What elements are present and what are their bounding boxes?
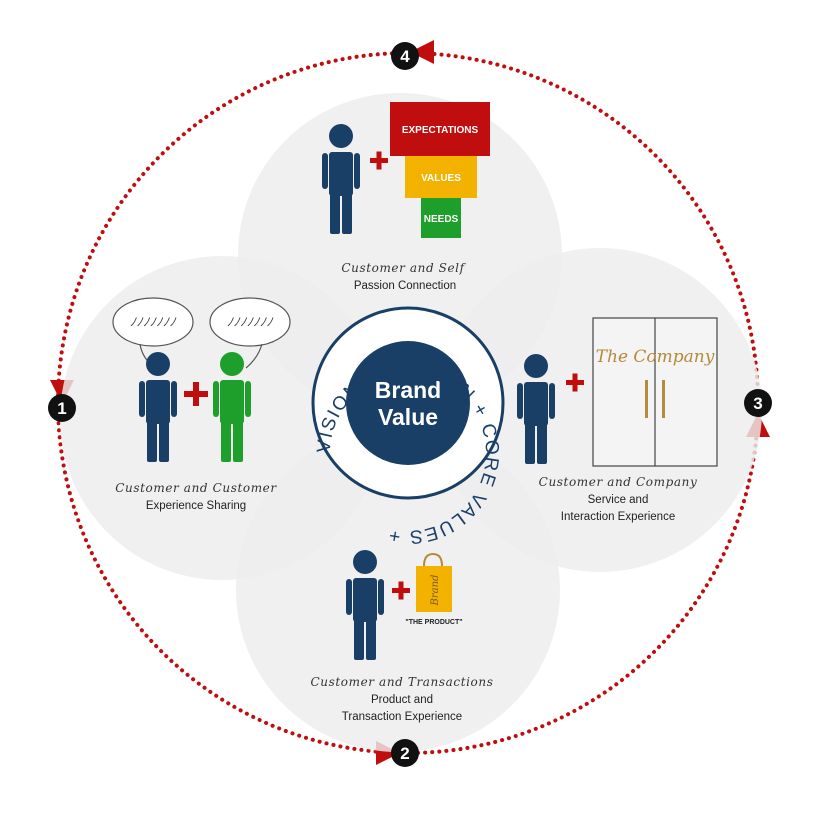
company-doors-icon (592, 317, 718, 467)
segment-self: EXPECTATIONS VALUES NEEDS Customer and S… (322, 102, 490, 292)
segment-customer: ﾉﾉﾉﾉﾉﾉﾉ ﾉﾉﾉﾉﾉﾉﾉ Customer and Customer Ex… (112, 297, 291, 512)
bubble-text: ﾉﾉﾉﾉﾉﾉﾉ (130, 315, 177, 329)
step-number-4: 4 (400, 47, 410, 66)
segment-customer-subtitle: Experience Sharing (146, 500, 246, 512)
brand-value-title-1: Brand (375, 377, 441, 403)
segment-company-subtitle-1: Service and (588, 494, 649, 506)
shopping-bag-icon (416, 552, 452, 612)
plus-icon (184, 382, 208, 406)
bag-brand-label: Brand (430, 575, 441, 607)
segment-transactions: Brand "THE PRODUCT" Customer and Transac… (311, 550, 494, 723)
badge-core (346, 341, 470, 465)
step-number-2: 2 (400, 744, 409, 763)
bubble-text: ﾉﾉﾉﾉﾉﾉﾉ (227, 315, 274, 329)
plus-icon (370, 151, 388, 170)
needs-block (421, 198, 461, 238)
step-badge-4: 4 (391, 42, 419, 70)
needs-label: NEEDS (424, 214, 459, 225)
company-door-label: The Company (596, 347, 715, 367)
segment-company: The Company Customer and Company Service… (517, 317, 718, 523)
step-number-3: 3 (753, 394, 762, 413)
values-block (405, 156, 477, 198)
step-badge-1: 1 (48, 394, 76, 422)
step-badge-3: 3 (744, 389, 772, 417)
segment-company-title: Customer and Company (539, 475, 698, 489)
segment-transactions-subtitle-1: Product and (371, 694, 433, 706)
segment-self-title: Customer and Self (341, 261, 466, 275)
segment-transactions-subtitle-2: Transaction Experience (342, 711, 462, 723)
speech-bubble-icon: ﾉﾉﾉﾉﾉﾉﾉ (112, 297, 194, 369)
step-number-1: 1 (57, 399, 66, 418)
plus-icon (392, 581, 410, 600)
expectations-label: EXPECTATIONS (402, 125, 479, 136)
values-label: VALUES (421, 173, 461, 184)
segment-company-subtitle-2: Interaction Experience (561, 511, 675, 523)
step-badge-2: 2 (391, 739, 419, 767)
product-label: "THE PRODUCT" (405, 619, 462, 626)
segment-transactions-title: Customer and Transactions (311, 675, 494, 689)
expectations-block (390, 102, 490, 156)
segment-self-subtitle: Passion Connection (354, 280, 456, 292)
plus-icon (566, 373, 584, 392)
speech-bubble-icon: ﾉﾉﾉﾉﾉﾉﾉ (209, 297, 291, 369)
brand-value-title-2: Value (378, 404, 438, 430)
segment-customer-title: Customer and Customer (115, 481, 277, 495)
